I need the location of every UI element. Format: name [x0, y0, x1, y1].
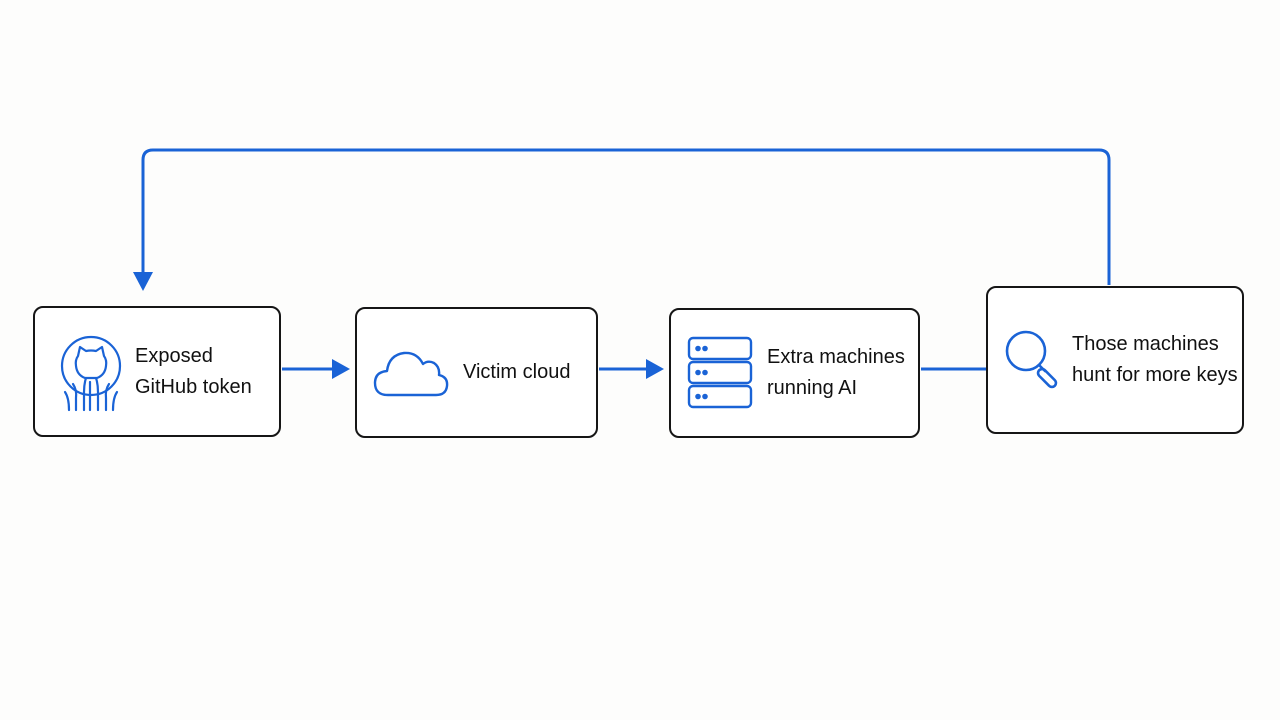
node-label-line: Those machines [1072, 333, 1219, 355]
node-label: Victim cloud [463, 357, 570, 388]
github-icon [55, 332, 127, 412]
arrowhead-token-to-cloud [332, 359, 350, 379]
arrowhead-hunt-to-token [133, 272, 153, 291]
node-victim-cloud: Victim cloud [355, 307, 598, 438]
node-label: Those machines hunt for more keys [1072, 329, 1238, 391]
arrowhead-cloud-to-extra [646, 359, 664, 379]
node-label-line: Victim cloud [463, 361, 571, 383]
node-label-line: Extra machines [767, 346, 905, 368]
node-hunt-for-keys: Those machines hunt for more keys [986, 286, 1244, 434]
node-label: Extra machines running AI [767, 342, 905, 404]
edge-hunt-to-token-loop [141, 148, 1111, 285]
cloud-icon [371, 345, 451, 401]
node-label-line: hunt for more keys [1072, 364, 1238, 386]
magnifier-icon [1000, 329, 1066, 391]
node-label-line: Exposed [135, 344, 213, 367]
node-label-line: GitHub token [135, 375, 252, 398]
node-extra-machines: Extra machines running AI [669, 308, 920, 438]
node-label: Exposed GitHub token [135, 341, 252, 403]
node-label-line: running AI [767, 377, 858, 399]
server-stack-icon [685, 336, 755, 410]
node-exposed-github-token: Exposed GitHub token [33, 306, 281, 437]
